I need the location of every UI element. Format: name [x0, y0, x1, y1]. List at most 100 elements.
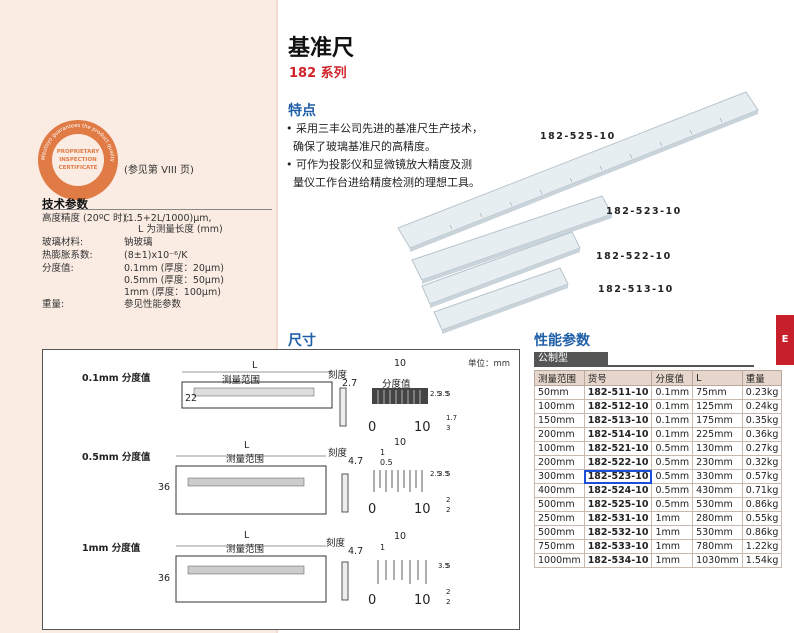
series-label: 182 系列	[289, 66, 347, 81]
ruler-label: 182-523-10	[606, 206, 682, 217]
cell-code[interactable]: 182-533-10	[583, 539, 653, 554]
col-code: 货号	[583, 370, 653, 386]
table-header-row: 测量范围 货号 分度值 L 重量	[534, 370, 783, 386]
spec-value: (8±1)x10⁻⁶/K	[124, 250, 188, 261]
cell-code[interactable]: 182-532-10	[583, 525, 653, 540]
cell-code[interactable]: 182-511-10	[583, 385, 653, 400]
ruler-label: 182-525-10	[540, 131, 616, 142]
dim-mark: 2	[446, 598, 451, 606]
certificate-badge-icon: Mitutoyo guarantees the product quality …	[38, 120, 118, 200]
cell-code[interactable]: 182-522-10	[583, 455, 653, 470]
cell-L: 125mm	[692, 399, 743, 414]
dim-first: 1	[380, 448, 386, 457]
cell-division: 0.1mm	[651, 385, 694, 400]
cell-weight: 1.54kg	[741, 553, 783, 568]
cell-division: 0.5mm	[651, 483, 694, 498]
feature-line: 确保了玻璃基准尺的高精度。	[286, 140, 436, 153]
cell-weight: 0.24kg	[741, 399, 783, 414]
dim-small: 5	[446, 470, 451, 478]
spec-value: 钠玻璃	[124, 237, 153, 248]
dim-top-width: 10	[394, 531, 407, 542]
cell-division: 1mm	[651, 525, 694, 540]
dim-mark: 2	[446, 496, 451, 504]
dim-depth: 36	[158, 573, 171, 584]
cell-L: 780mm	[692, 539, 743, 554]
dim-div-label: 0.5	[380, 458, 393, 467]
cell-code[interactable]: 182-531-10	[583, 511, 653, 526]
cell-division: 0.1mm	[651, 427, 694, 442]
cell-division: 0.1mm	[651, 413, 694, 428]
dim-mark: 3	[446, 424, 451, 432]
cell-code[interactable]: 182-512-10	[583, 399, 653, 414]
ruler-image-513	[433, 267, 569, 334]
cell-L: 430mm	[692, 483, 743, 498]
specs-title: 技术参数	[42, 197, 88, 211]
dim-small: 5	[446, 390, 451, 398]
spec-label: 分度值:	[42, 263, 74, 274]
dim-scale-label: 刻度	[326, 538, 346, 549]
metric-tab[interactable]: 公制型	[534, 352, 608, 365]
panel-divider	[276, 0, 278, 633]
cell-L: 75mm	[692, 385, 743, 400]
cell-weight: 0.86kg	[741, 525, 783, 540]
feature-line: 量仪工作台进给精度检测的理想工具。	[286, 176, 480, 189]
cell-L: 175mm	[692, 413, 743, 428]
section-tab-e[interactable]: E	[776, 315, 794, 365]
cell-range: 50mm	[534, 385, 585, 400]
cell-L: 530mm	[692, 497, 743, 512]
cell-code[interactable]: 182-513-10	[583, 413, 653, 428]
cell-weight: 0.35kg	[741, 413, 783, 428]
spec-value: (1.5+2L/1000)μm,	[124, 213, 212, 224]
dim-ten: 10	[414, 420, 431, 435]
dim-drawing-1mm	[175, 545, 427, 603]
dim-zero: 0	[368, 420, 377, 435]
dim-group-title: 1mm 分度值	[82, 543, 141, 554]
cell-range: 500mm	[534, 497, 585, 512]
spec-value: 0.5mm (厚度：50μm)	[124, 275, 224, 286]
spec-value: 1mm (厚度：100μm)	[124, 287, 221, 298]
cell-code[interactable]: 182-525-10	[583, 497, 653, 512]
cell-division: 1mm	[651, 511, 694, 526]
cell-range: 300mm	[534, 469, 585, 484]
cell-division: 0.5mm	[651, 497, 694, 512]
cell-weight: 0.57kg	[741, 469, 783, 484]
ruler-image-523	[411, 195, 613, 284]
cell-code[interactable]: 182-534-10	[583, 553, 653, 568]
spec-label: 玻璃材料:	[42, 237, 84, 248]
col-L: L	[692, 370, 743, 386]
dim-small: 3.5	[438, 470, 450, 478]
cell-range: 250mm	[534, 511, 585, 526]
cell-division: 0.1mm	[651, 399, 694, 414]
cell-code[interactable]: 182-524-10	[583, 483, 653, 498]
cell-L: 280mm	[692, 511, 743, 526]
spec-value: 0.1mm (厚度：20μm)	[124, 263, 224, 274]
cell-code[interactable]: 182-523-10	[583, 469, 653, 484]
spec-value: L 为测量长度 (mm)	[138, 224, 223, 235]
spec-label: 重量:	[42, 299, 65, 310]
dim-mark: 1.7	[446, 414, 458, 422]
dim-zero: 0	[368, 593, 377, 608]
badge-line-3: CERTIFICATE	[59, 165, 98, 171]
dim-depth: 22	[185, 393, 198, 404]
dim-drawing-0-5mm	[175, 455, 423, 515]
cell-weight: 0.36kg	[741, 427, 783, 442]
ruler-image-525	[397, 91, 759, 252]
dim-ten: 10	[414, 593, 431, 608]
spec-label: 高度精度 (20ºC 时):	[42, 213, 130, 224]
cell-code[interactable]: 182-514-10	[583, 427, 653, 442]
col-weight: 重量	[741, 370, 783, 386]
badge-note: (参见第 VIII 页)	[124, 165, 194, 176]
page-title: 基准尺	[288, 36, 355, 61]
cell-range: 100mm	[534, 441, 585, 456]
cell-L: 1030mm	[692, 553, 743, 568]
feature-line: • 采用三丰公司先进的基准尺生产技术，	[286, 122, 483, 135]
cell-code[interactable]: 182-521-10	[583, 441, 653, 456]
dimensions-heading: 尺寸	[288, 333, 316, 349]
ruler-label: 182-522-10	[596, 251, 672, 262]
